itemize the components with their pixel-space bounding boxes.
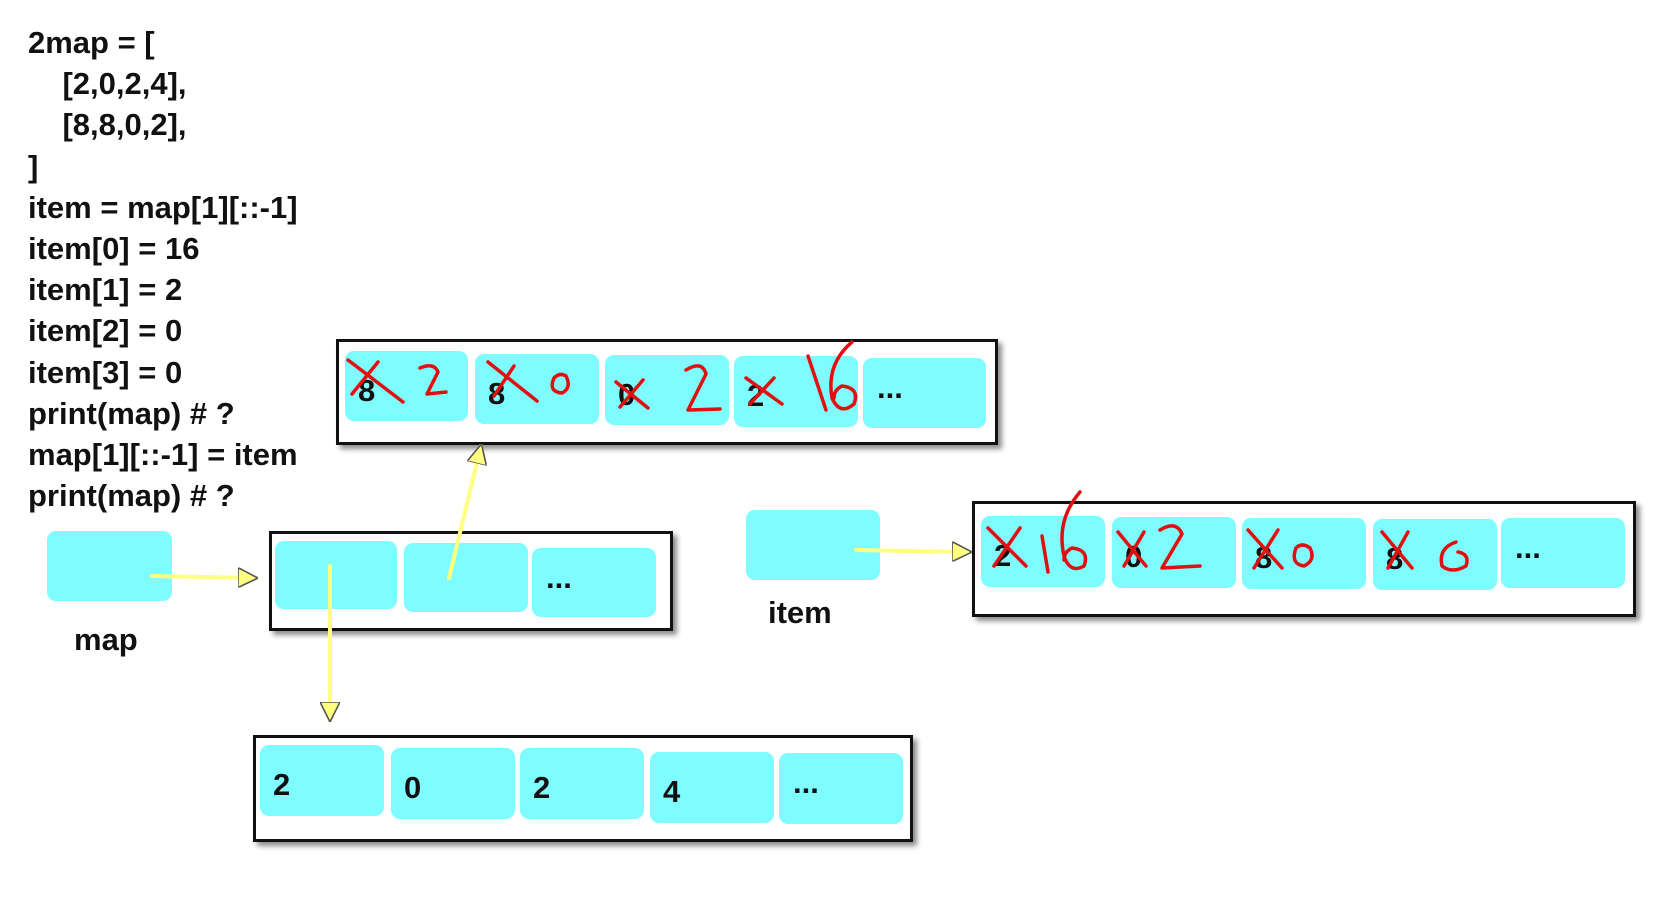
handwritten-corrections (346, 340, 1469, 574)
item-list-cell: ... (1501, 518, 1625, 588)
item-label: item (768, 595, 832, 630)
row0-list-cell: 2 (520, 748, 644, 819)
item-variable-cell (746, 510, 880, 580)
code-line: [8,8,0,2], (28, 107, 187, 143)
row0-list-cell: 4 (650, 752, 774, 823)
code-line: item[2] = 0 (28, 313, 183, 349)
map-variable-cell (47, 531, 172, 601)
code-listing: 2map = [ [2,0,2,4], [8,8,0,2], ] item = … (28, 22, 298, 516)
code-line: item[3] = 0 (28, 354, 183, 390)
map-label: map (74, 622, 138, 657)
outer-list-cell (404, 543, 528, 612)
row1-list-cell: 8 (475, 354, 599, 424)
code-line: item[0] = 16 (28, 230, 200, 266)
outer-to-row1-arrow (447, 446, 481, 580)
code-line: [2,0,2,4], (28, 66, 187, 102)
map-to-outer-arrow (150, 576, 256, 578)
code-line: print(map) # ? (28, 478, 235, 514)
code-line: print(map) # ? (28, 395, 235, 431)
code-line: map[1][::-1] = item (28, 436, 298, 472)
code-line: item = map[1][::-1] (28, 189, 298, 225)
row1-list-cell: ... (863, 358, 986, 428)
row0-list-cell: 0 (391, 748, 515, 819)
outer-list-cell: ... (532, 548, 656, 617)
code-line: 2map = [ (28, 25, 155, 60)
row1-list-cell: 8 (345, 351, 468, 421)
item-to-itemlist-arrow (854, 550, 970, 552)
code-line: item[1] = 2 (28, 272, 183, 308)
row0-list-cell: 2 (260, 745, 384, 816)
outer-list-cell (275, 541, 397, 609)
row0-list-cell: ... (779, 753, 903, 824)
code-line: ] (28, 148, 39, 184)
